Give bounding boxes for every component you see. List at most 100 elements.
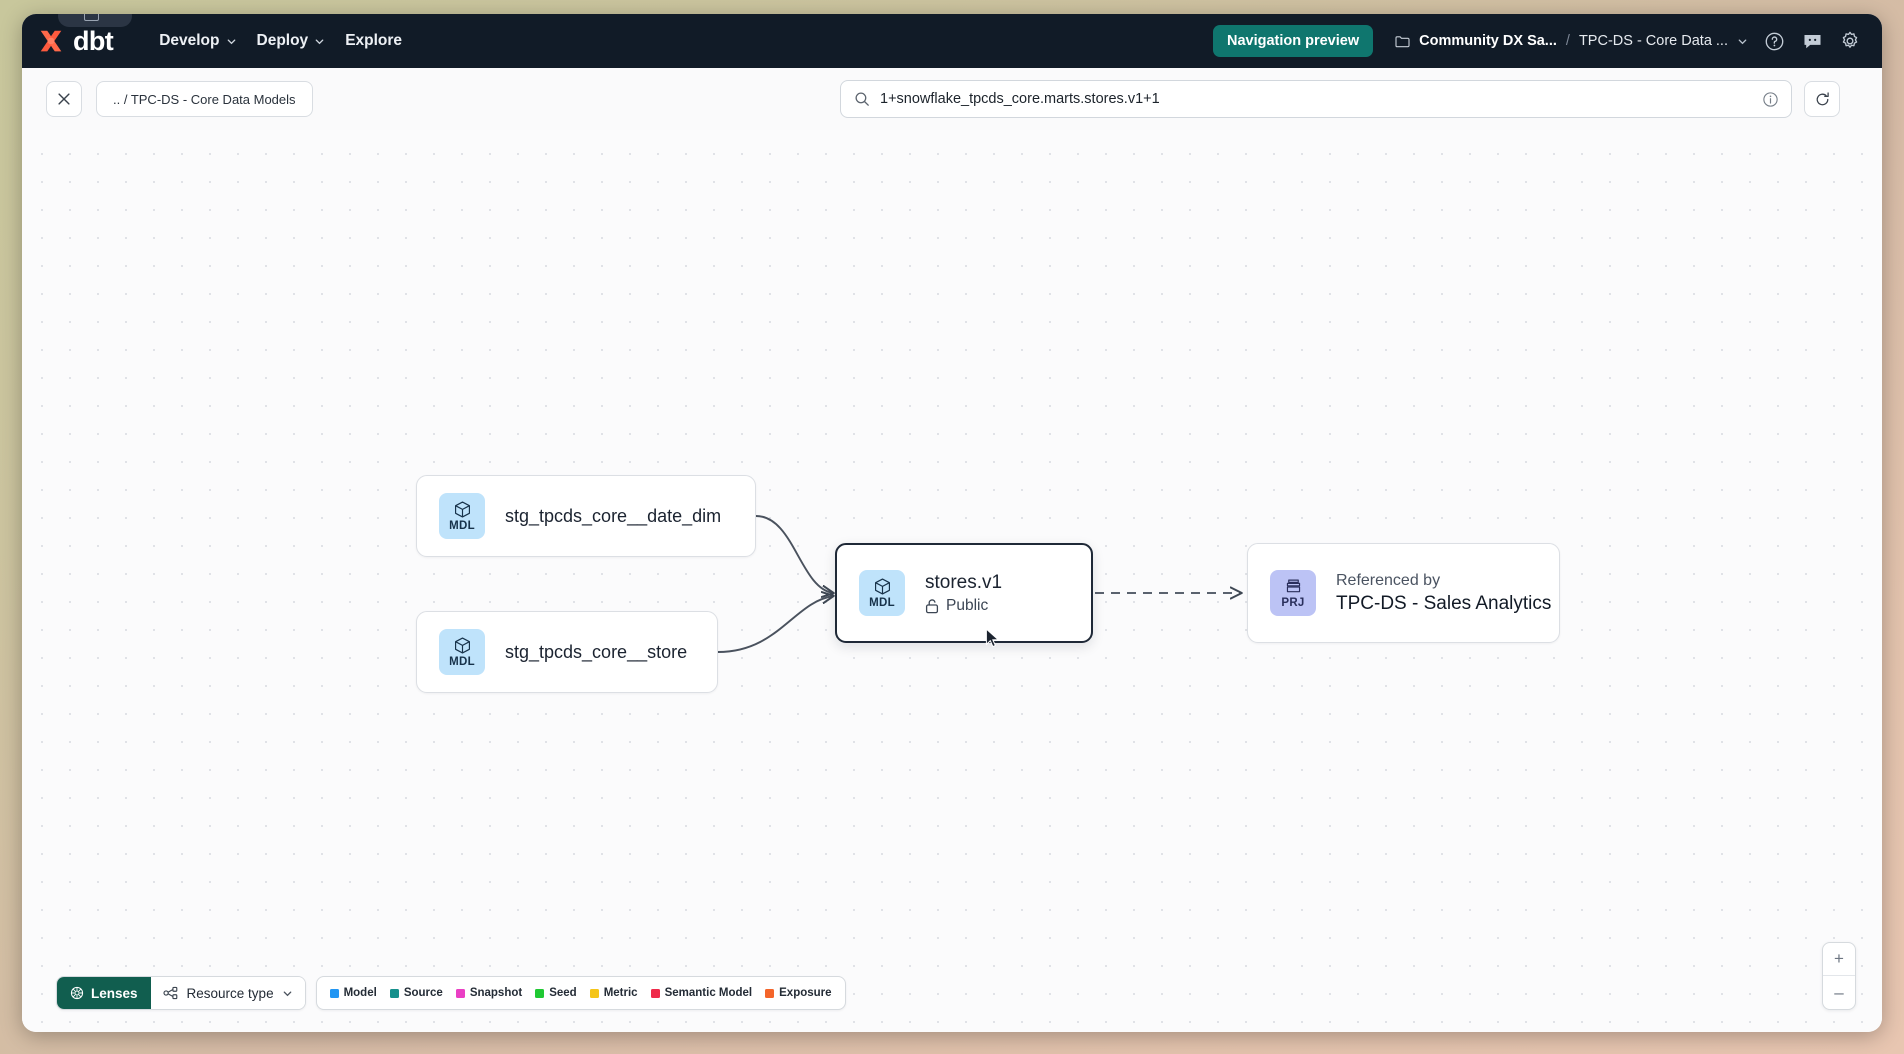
zoom-out-button[interactable]: – — [1834, 982, 1844, 1002]
help-circle-icon[interactable] — [1762, 29, 1786, 53]
nav-item-deploy-label: Deploy — [256, 32, 309, 49]
graph-node-referenced-by-project[interactable]: PRJ Referenced by TPC-DS - Sales Analyti… — [1247, 543, 1560, 643]
graph-toolbar: .. / TPC-DS - Core Data Models 1+snowfla… — [22, 68, 1882, 130]
dbt-logo-icon — [40, 30, 62, 52]
legend-item-metric: Metric — [589, 987, 638, 999]
legend-label: Semantic Model — [664, 987, 753, 999]
legend-label: Exposure — [779, 987, 832, 999]
project-stack-icon — [1286, 579, 1300, 593]
search-input[interactable]: 1+snowflake_tpcds_core.marts.stores.v1+1 — [840, 80, 1792, 118]
legend-label: Source — [403, 987, 443, 999]
brand-name: dbt — [73, 25, 114, 56]
refresh-icon — [1816, 91, 1829, 105]
graph-edges — [717, 515, 1882, 653]
nav-item-develop-label: Develop — [159, 32, 220, 49]
legend-swatch — [455, 988, 465, 998]
node-access-label: Public — [946, 596, 989, 614]
search-area: 1+snowflake_tpcds_core.marts.stores.v1+1 — [840, 80, 1840, 118]
legend-item-exposure: Exposure — [765, 987, 832, 999]
close-button[interactable] — [46, 81, 82, 117]
nav-item-develop[interactable]: Develop — [149, 25, 246, 57]
resource-type-legend: Model Source Snapshot Seed — [315, 976, 846, 1010]
legend-item-model: Model — [329, 987, 377, 999]
resource-badge-label: MDL — [449, 520, 475, 532]
graph-node-stores-v1[interactable]: MDL stores.v1 Public — [835, 543, 1093, 643]
node-body: stg_tpcds_core__store — [505, 642, 687, 663]
nodes-graph-icon — [162, 986, 177, 1000]
resource-badge-label: PRJ — [1281, 597, 1305, 609]
node-access: Public — [925, 597, 1002, 615]
chevron-down-icon — [315, 38, 324, 44]
lenses-label: Lenses — [91, 985, 138, 1001]
legend-item-source: Source — [389, 987, 443, 999]
node-title: stg_tpcds_core__store — [505, 641, 688, 662]
breadcrumb-chip[interactable]: .. / TPC-DS - Core Data Models — [96, 81, 313, 117]
browser-tab-icon — [84, 14, 99, 21]
cube-icon — [454, 637, 470, 654]
node-kicker: Referenced by — [1336, 571, 1441, 589]
dbt-brand[interactable]: dbt — [36, 25, 114, 57]
resource-badge-project: PRJ — [1270, 570, 1316, 616]
lineage-graph-canvas[interactable]: MDL stg_tpcds_core__date_dim MDL — [22, 130, 1882, 1032]
legend-item-seed: Seed — [535, 987, 577, 999]
resource-type-label: Resource type — [186, 985, 274, 1001]
edge-store-to-stores — [717, 596, 833, 653]
node-title: TPC-DS - Sales Analytics — [1336, 592, 1552, 614]
graph-node-stg-tpcds-core-date-dim[interactable]: MDL stg_tpcds_core__date_dim — [416, 475, 756, 557]
resource-badge-model: MDL — [859, 570, 905, 616]
node-title: stg_tpcds_core__date_dim — [505, 505, 722, 526]
lenses-button[interactable]: Lenses — [57, 977, 151, 1009]
browser-tab-nub — [58, 14, 132, 27]
legend-item-semantic-model: Semantic Model — [650, 987, 753, 999]
refresh-button[interactable] — [1804, 81, 1840, 117]
cube-icon — [874, 578, 890, 595]
chevron-down-icon — [283, 991, 291, 996]
search-query-value: 1+snowflake_tpcds_core.marts.stores.v1+1 — [880, 91, 1160, 107]
search-icon — [855, 92, 869, 106]
edge-date-dim-to-stores — [755, 515, 833, 593]
node-title: stores.v1 — [925, 571, 1003, 593]
zoom-controls: + – — [1822, 942, 1856, 1010]
resource-badge-model: MDL — [439, 493, 485, 539]
legend-swatch — [329, 988, 339, 998]
legend-item-snapshot: Snapshot — [455, 987, 523, 999]
resource-badge-label: MDL — [449, 656, 475, 668]
chevron-down-icon[interactable] — [1737, 36, 1748, 47]
nav-item-explore[interactable]: Explore — [335, 25, 412, 57]
legend-swatch — [765, 988, 775, 998]
legend-swatch — [589, 988, 599, 998]
graph-node-stg-tpcds-core-store[interactable]: MDL stg_tpcds_core__store — [416, 611, 718, 693]
feedback-chat-icon[interactable] — [1800, 29, 1824, 53]
info-circle-icon[interactable] — [1762, 91, 1779, 108]
navigation-preview-button[interactable]: Navigation preview — [1212, 25, 1374, 57]
cube-icon — [454, 501, 470, 518]
legend-swatch — [650, 988, 660, 998]
legend-swatch — [389, 988, 399, 998]
browser-window: dbt Develop Deploy Explore Navigation pr… — [22, 14, 1882, 1032]
legend-label: Model — [343, 987, 377, 999]
lens-control-group: Lenses Resource type — [56, 976, 306, 1010]
folder-icon — [1395, 35, 1410, 47]
lens-icon — [70, 986, 84, 1000]
nav-item-explore-label: Explore — [345, 32, 403, 49]
node-body: stores.v1 Public — [925, 572, 1002, 615]
zoom-in-button[interactable]: + — [1823, 943, 1855, 976]
resource-badge-label: MDL — [869, 597, 895, 609]
unlock-icon — [925, 598, 939, 613]
chevron-down-icon — [227, 38, 235, 44]
gear-icon[interactable] — [1838, 29, 1862, 53]
legend-swatch — [535, 988, 545, 998]
breadcrumb-project[interactable]: TPC-DS - Core Data ... — [1578, 33, 1728, 49]
legend-label: Snapshot — [469, 987, 523, 999]
node-body: stg_tpcds_core__date_dim — [505, 506, 721, 527]
resource-badge-model: MDL — [439, 629, 485, 675]
breadcrumb: Community DX Sa... / TPC-DS - Core Data … — [1395, 33, 1748, 49]
breadcrumb-separator: / — [1565, 33, 1570, 49]
resource-type-dropdown[interactable]: Resource type — [150, 977, 305, 1009]
legend-label: Metric — [603, 987, 638, 999]
nav-item-deploy[interactable]: Deploy — [247, 25, 336, 57]
graph-bottom-toolbar: Lenses Resource type — [56, 976, 846, 1010]
legend-label: Seed — [549, 987, 577, 999]
breadcrumb-account[interactable]: Community DX Sa... — [1419, 33, 1557, 49]
